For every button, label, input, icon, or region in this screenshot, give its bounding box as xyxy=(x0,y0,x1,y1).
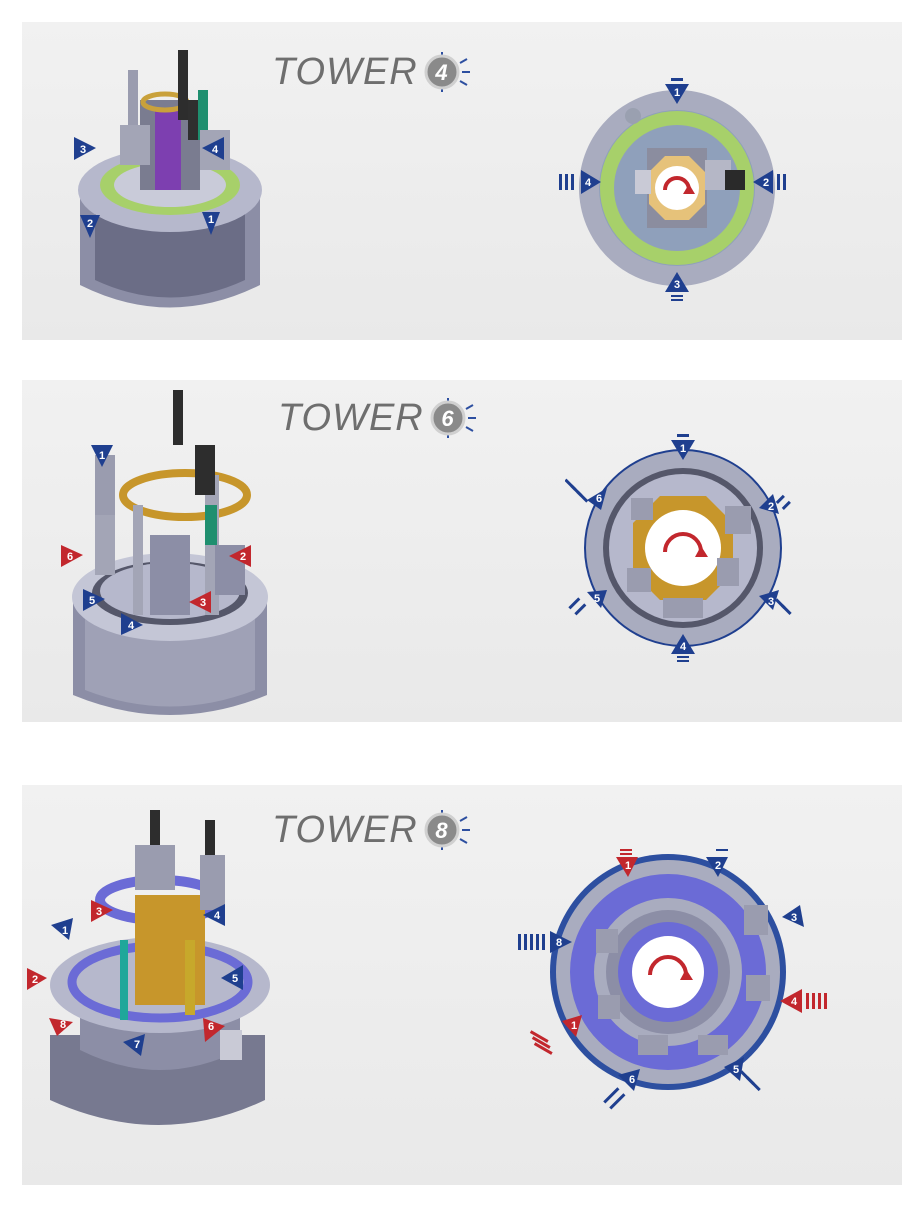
tower-8-top-marker-3: 3 xyxy=(782,905,804,927)
tower-4-top-view: 1 2 3 4 xyxy=(559,78,786,301)
svg-text:2: 2 xyxy=(87,218,93,230)
tower-4-render-marker-4: 4 xyxy=(202,137,224,160)
svg-text:4: 4 xyxy=(214,910,221,922)
tower-6-render-marker-3: 3 xyxy=(189,591,211,613)
svg-text:3: 3 xyxy=(200,597,206,609)
tower-8-number-badge: 8 xyxy=(420,808,472,852)
tower-4-render-marker-2: 2 xyxy=(80,215,100,238)
svg-text:3: 3 xyxy=(674,279,680,291)
tower-8-render-marker-6: 6 xyxy=(203,1018,225,1042)
tower-6-top-view: 1 2 3 4 5 6 xyxy=(565,434,792,662)
tower-8-top-view: 1 2 3 4 5 6 8 xyxy=(518,849,827,1110)
svg-text:2: 2 xyxy=(768,501,774,513)
tower-6-render: 1 2 3 4 5 6 xyxy=(61,390,268,715)
tower-8-render-marker-1: 1 xyxy=(51,918,73,940)
tower-4-top-marker-2: 2 xyxy=(753,170,786,194)
tower-8-title: TOWER 8 xyxy=(272,808,472,852)
svg-text:2: 2 xyxy=(763,177,769,189)
svg-text:1: 1 xyxy=(208,214,214,226)
svg-text:1: 1 xyxy=(680,443,686,455)
tower-8-render-marker-2: 2 xyxy=(27,968,47,990)
tower-6-render-marker-4: 4 xyxy=(121,613,143,635)
tower-4-number-badge: 4 xyxy=(420,50,472,94)
tower-4-top-marker-4: 4 xyxy=(559,170,601,194)
tower-8-top-marker-5: 5 xyxy=(724,1057,761,1092)
svg-text:4: 4 xyxy=(585,177,592,189)
tower-4-top-marker-3: 3 xyxy=(665,272,689,301)
tower-6-number-badge: 6 xyxy=(426,396,478,440)
tower-4-top-marker-1: 1 xyxy=(665,78,689,104)
tower-8-render-marker-7: 7 xyxy=(123,1034,145,1056)
tower-8-render-marker-5: 5 xyxy=(221,965,243,990)
tower-8-top-marker-1a: 1 xyxy=(616,849,638,877)
svg-text:5: 5 xyxy=(89,595,95,607)
tower-6-top-marker-4: 4 xyxy=(671,634,695,662)
tower-8-top-marker-4: 4 xyxy=(780,989,827,1013)
tower-4-title: TOWER 4 xyxy=(272,50,472,94)
tower-8-render: 1 2 3 4 5 6 7 8 xyxy=(27,810,270,1125)
svg-text:8: 8 xyxy=(556,937,562,949)
svg-text:7: 7 xyxy=(134,1039,140,1051)
svg-text:2: 2 xyxy=(32,974,38,986)
tower-6-top-marker-1: 1 xyxy=(671,434,695,460)
tower-8-top-marker-2: 2 xyxy=(706,849,728,877)
svg-text:3: 3 xyxy=(96,906,102,918)
tower-8-render-marker-4: 4 xyxy=(203,904,225,926)
tower-6-render-marker-6: 6 xyxy=(61,545,83,567)
svg-text:3: 3 xyxy=(80,144,86,156)
svg-text:4: 4 xyxy=(791,996,798,1008)
tower-6-title: TOWER 6 xyxy=(278,396,478,440)
svg-text:5: 5 xyxy=(232,973,238,985)
svg-text:4: 4 xyxy=(680,641,687,653)
svg-text:1: 1 xyxy=(571,1020,577,1032)
tower-6-render-marker-1: 1 xyxy=(91,445,113,467)
tower-6-top-marker-6: 6 xyxy=(565,478,607,510)
tower-4-render-marker-1: 1 xyxy=(202,212,220,235)
svg-text:8: 8 xyxy=(60,1019,66,1031)
svg-text:6: 6 xyxy=(67,551,73,563)
tower-6-render-marker-2: 2 xyxy=(229,545,251,567)
svg-text:6: 6 xyxy=(629,1074,635,1086)
tower-4-render-marker-3: 3 xyxy=(74,137,96,160)
tower-4-number: 4 xyxy=(434,60,448,85)
tower-8-top-marker-1b: 1 xyxy=(529,1015,582,1055)
svg-text:3: 3 xyxy=(791,912,797,924)
svg-text:6: 6 xyxy=(208,1021,214,1033)
tower-6-render-marker-5: 5 xyxy=(83,589,105,611)
svg-text:4: 4 xyxy=(212,144,219,156)
svg-text:1: 1 xyxy=(674,87,680,99)
tower-6-number: 6 xyxy=(441,406,454,431)
tower-8-title-text: TOWER xyxy=(272,808,418,851)
svg-text:6: 6 xyxy=(596,493,602,505)
tower-8-render-marker-8: 8 xyxy=(49,1018,73,1036)
tower-6-title-text: TOWER xyxy=(278,396,424,439)
tower-8-render-marker-3: 3 xyxy=(91,900,113,922)
svg-text:5: 5 xyxy=(733,1064,739,1076)
tower-6-top-marker-3: 3 xyxy=(759,590,792,615)
svg-text:1: 1 xyxy=(625,860,631,872)
svg-text:5: 5 xyxy=(594,593,600,605)
tower-6-top-marker-5: 5 xyxy=(568,590,607,616)
tower-4-render: 1 2 3 4 xyxy=(74,50,262,308)
tower-4-title-text: TOWER xyxy=(272,50,418,93)
svg-text:1: 1 xyxy=(62,925,68,937)
svg-text:3: 3 xyxy=(768,596,774,608)
svg-text:1: 1 xyxy=(99,450,105,462)
svg-text:2: 2 xyxy=(240,551,246,563)
tower-8-top-marker-6: 6 xyxy=(603,1069,640,1110)
svg-text:4: 4 xyxy=(128,620,135,632)
svg-text:2: 2 xyxy=(715,860,721,872)
tower-8-top-marker-8: 8 xyxy=(518,931,572,953)
tower-8-number: 8 xyxy=(435,818,448,843)
tower-6-top-marker-2: 2 xyxy=(759,494,791,514)
